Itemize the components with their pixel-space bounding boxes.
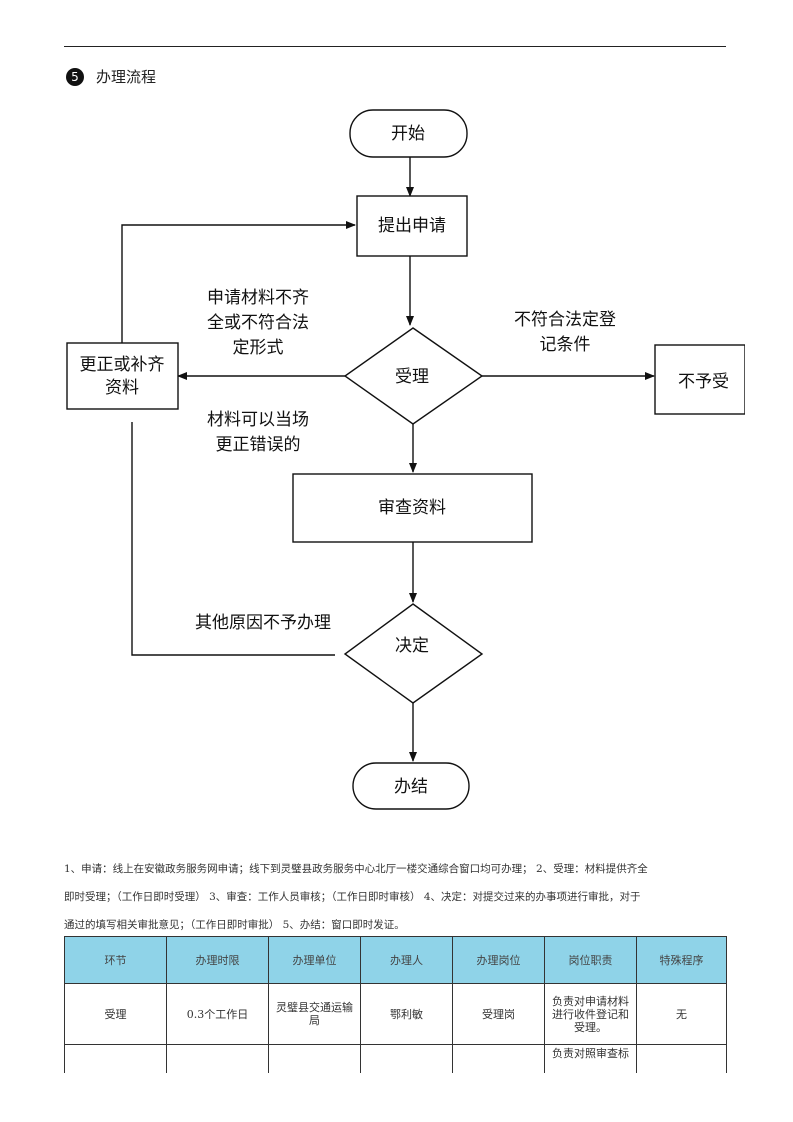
label-incomplete-line2: 全或不符合法 bbox=[207, 313, 309, 333]
description-line-3: 通过的填写相关审批意见；（工作日即时审批） 5、办结：窗口即时发证。 bbox=[64, 919, 405, 931]
cell-time-limit: 0.3个工作日 bbox=[166, 983, 269, 1045]
table-header-row: 环节 办理时限 办理单位 办理人 办理岗位 岗位职责 特殊程序 bbox=[64, 936, 727, 984]
node-decide bbox=[343, 603, 484, 704]
label-other-reason: 其他原因不予办理 bbox=[195, 613, 331, 633]
node-accept-label: 受理 bbox=[395, 367, 429, 387]
section-title: 办理流程 bbox=[96, 68, 157, 86]
label-correct-line1: 材料可以当场 bbox=[207, 410, 309, 430]
label-not-legal-line2: 记条件 bbox=[540, 335, 591, 355]
section-heading: 5 办理流程 bbox=[66, 66, 156, 87]
node-reject-label: 不予受 bbox=[678, 372, 729, 392]
header-duty: 岗位职责 bbox=[544, 936, 637, 984]
node-start-label: 开始 bbox=[391, 124, 425, 144]
cell-step: 受理 bbox=[64, 983, 167, 1045]
node-supplement-label-line2: 资料 bbox=[105, 378, 139, 398]
process-description: 1、申请：线上在安徽政务服务网申请；线下到灵璧县政务服务中心北厅一楼交通综合窗口… bbox=[64, 855, 728, 939]
label-incomplete-line1: 申请材料不齐 bbox=[207, 288, 309, 308]
node-apply-label: 提出申请 bbox=[378, 216, 446, 236]
node-finish bbox=[352, 762, 470, 810]
label-not-legal-line1: 不符合法定登 bbox=[514, 310, 616, 330]
node-supplement bbox=[66, 342, 179, 410]
header-handler: 办理人 bbox=[360, 936, 453, 984]
node-start bbox=[349, 109, 468, 158]
label-correct-line2: 更正错误的 bbox=[216, 435, 301, 455]
node-accept bbox=[343, 327, 484, 425]
page-cutoff bbox=[0, 1073, 793, 1122]
cell-handler: 鄂利敏 bbox=[360, 983, 453, 1045]
header-special: 特殊程序 bbox=[636, 936, 727, 984]
node-review bbox=[292, 473, 533, 543]
description-line-2: 即时受理；（工作日即时受理） 3、审查：工作人员审核；（工作日即时审核） 4、决… bbox=[64, 891, 641, 903]
header-step: 环节 bbox=[64, 936, 167, 984]
cell-unit: 灵璧县交通运输局 bbox=[268, 983, 361, 1045]
label-incomplete-line3: 定形式 bbox=[233, 338, 284, 358]
edge-decide-supplement bbox=[131, 422, 335, 656]
node-apply bbox=[356, 195, 468, 257]
header-unit: 办理单位 bbox=[268, 936, 361, 984]
cell-post: 受理岗 bbox=[452, 983, 545, 1045]
flowchart: 开始 提出申请 受理 更正或补齐 资料 不予受 审查资料 决定 办结 申请材料不… bbox=[66, 109, 746, 810]
table-row: 受理 0.3个工作日 灵璧县交通运输局 鄂利敏 受理岗 负责对申请材料进行收件登… bbox=[64, 983, 727, 1045]
node-supplement-label-line1: 更正或补齐 bbox=[80, 355, 165, 375]
section-number-badge: 5 bbox=[66, 67, 84, 86]
node-reject bbox=[654, 344, 746, 415]
header-post: 办理岗位 bbox=[452, 936, 545, 984]
cell-special: 无 bbox=[636, 983, 727, 1045]
node-review-label: 审查资料 bbox=[378, 498, 446, 518]
node-decide-label: 决定 bbox=[395, 636, 429, 656]
description-line-1: 1、申请：线上在安徽政务服务网申请；线下到灵璧县政务服务中心北厅一楼交通综合窗口… bbox=[64, 863, 648, 875]
header-rule bbox=[64, 46, 726, 47]
cell-duty: 负责对申请材料进行收件登记和受理。 bbox=[544, 983, 637, 1045]
node-finish-label: 办结 bbox=[394, 777, 428, 797]
edge-supplement-apply bbox=[121, 221, 356, 343]
header-time-limit: 办理时限 bbox=[166, 936, 269, 984]
